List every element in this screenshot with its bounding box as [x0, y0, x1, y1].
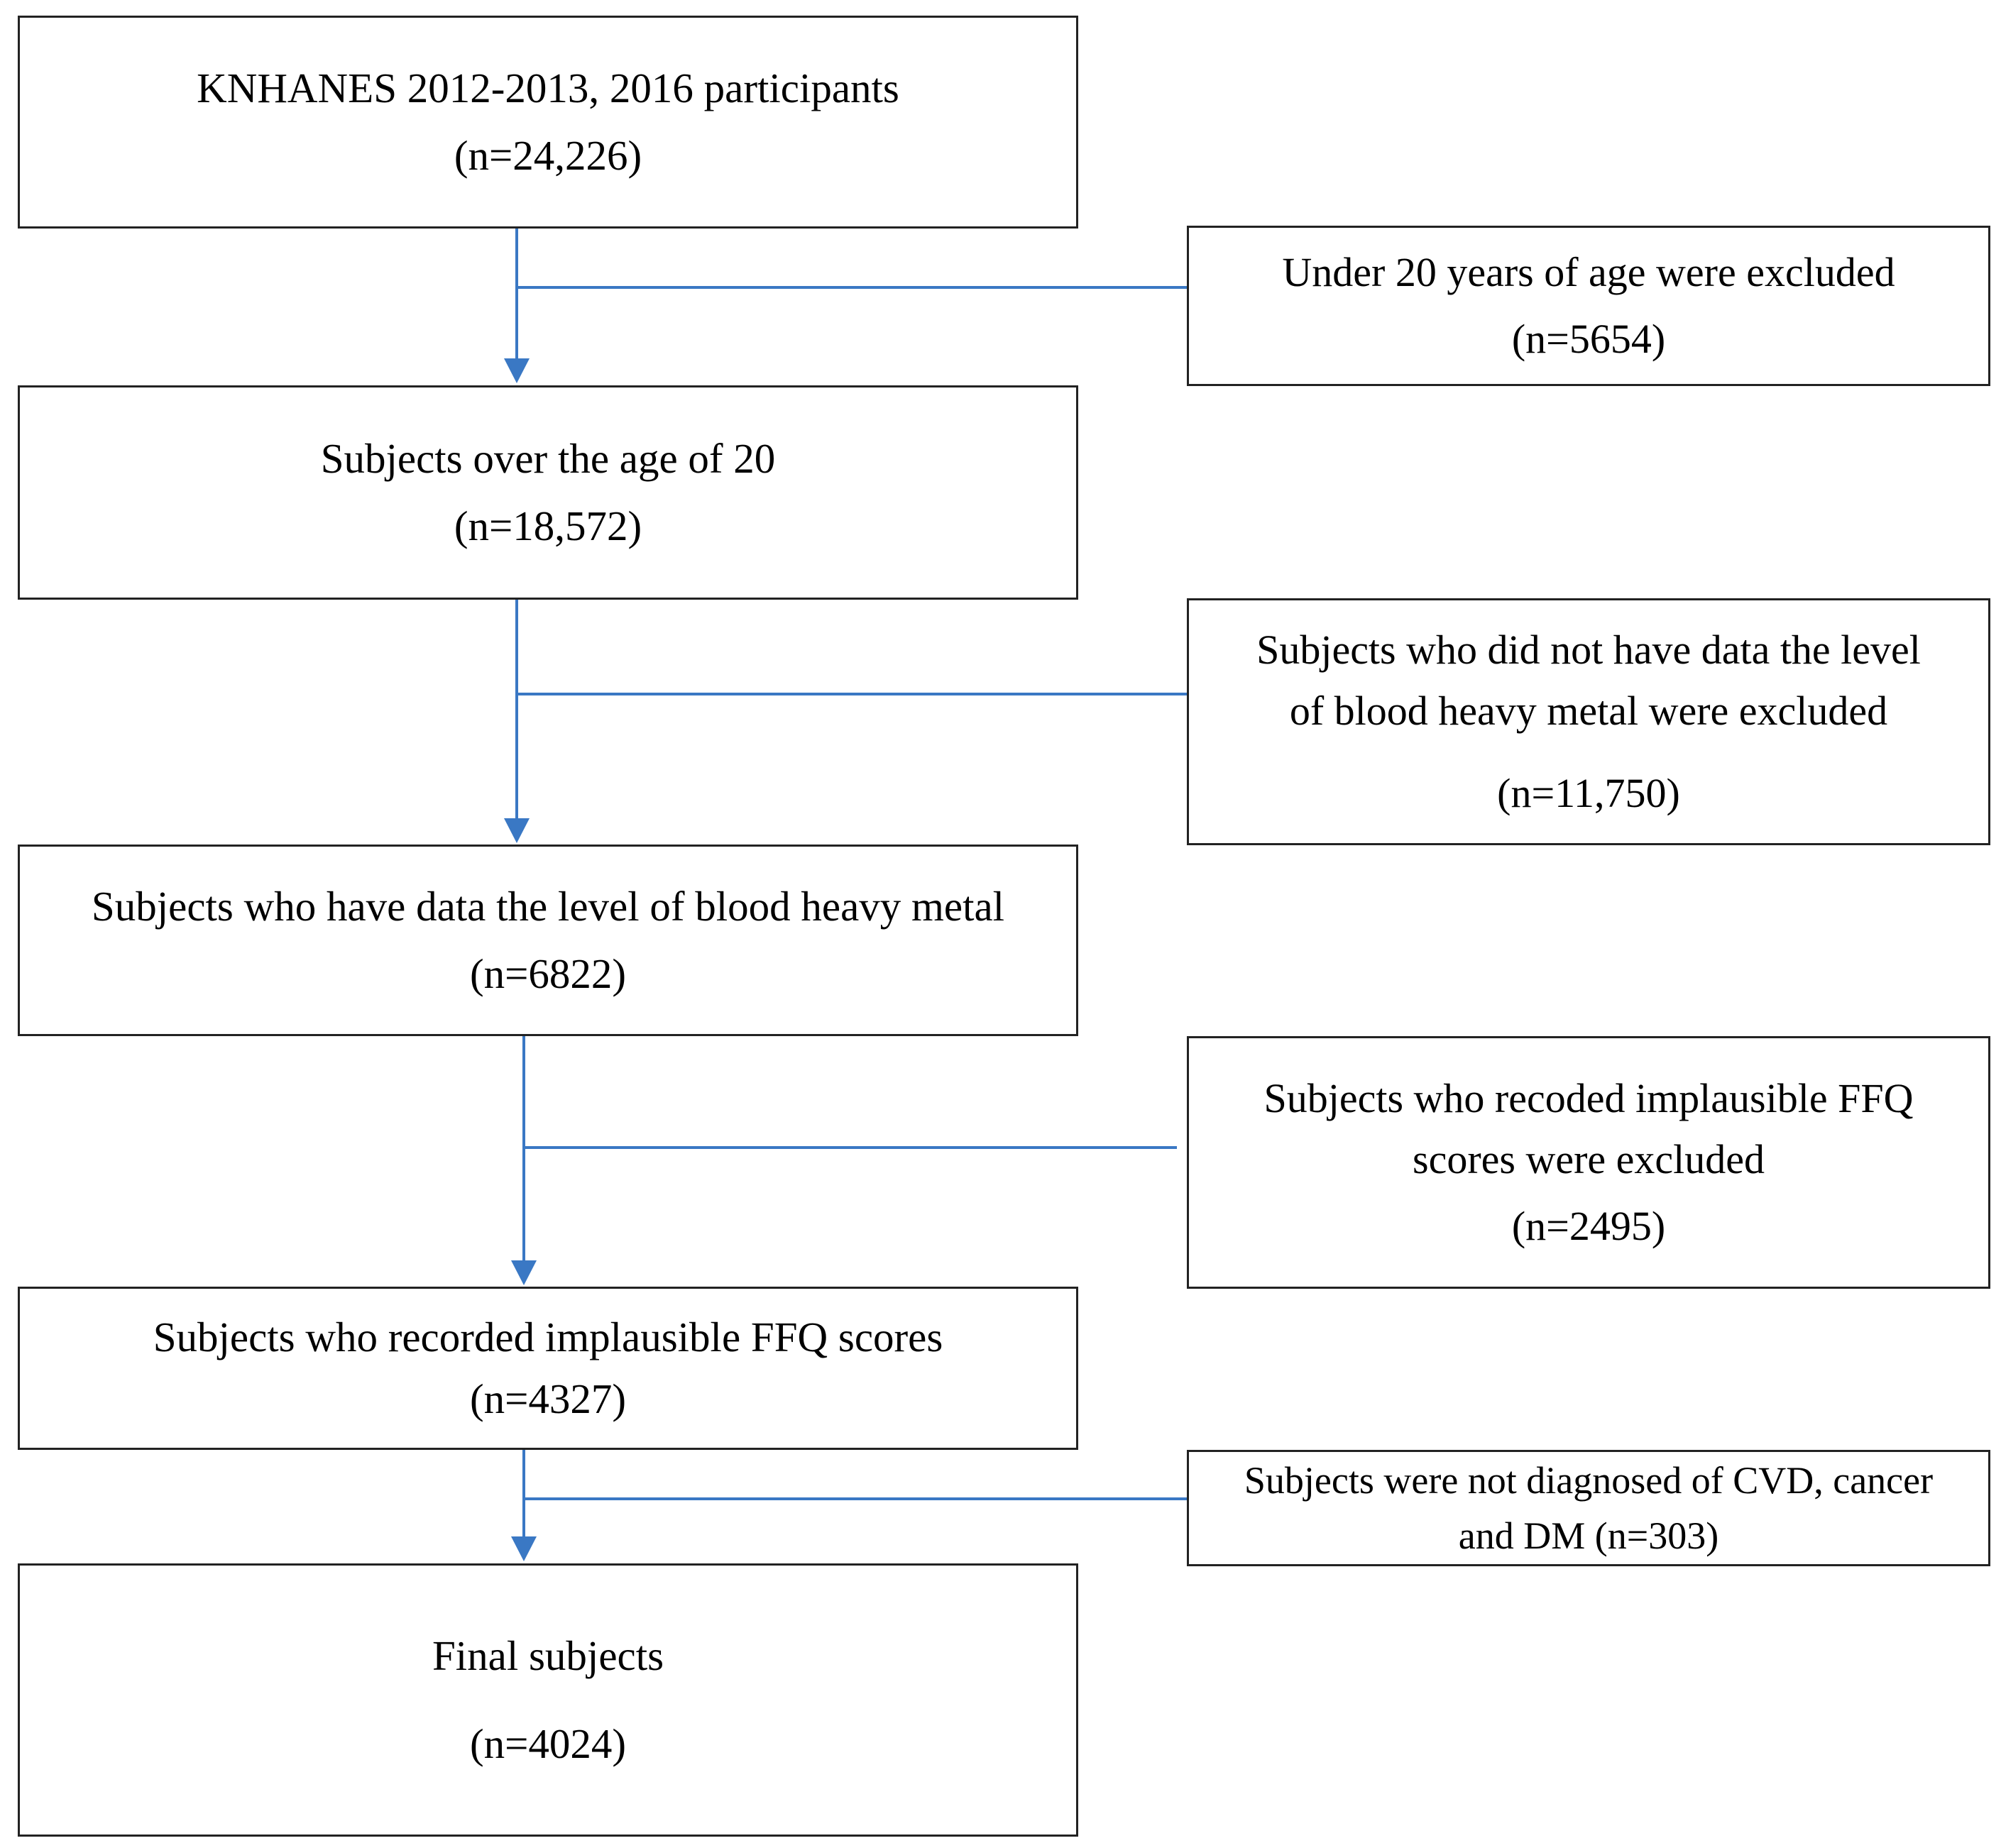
exclusion-line: Subjects were not diagnosed of CVD, canc…	[1244, 1458, 1934, 1502]
flow-step-ffq: Subjects who recorded implausible FFQ sc…	[18, 1287, 1078, 1450]
arrowhead-step3-icon	[504, 818, 530, 843]
flow-step-heavy-metal-data: Subjects who have data the level of bloo…	[18, 845, 1078, 1036]
exclusion-line: and DM (n=303)	[1458, 1514, 1719, 1557]
arrowhead-step5-icon	[511, 1536, 537, 1561]
step-count: (n=4024)	[469, 1720, 627, 1767]
step-count: (n=4327)	[469, 1375, 627, 1422]
step-label: Subjects who recorded implausible FFQ sc…	[153, 1313, 943, 1360]
arrowhead-step4-icon	[511, 1260, 537, 1285]
step-label: Subjects over the age of 20	[320, 434, 776, 482]
step-count: (n=6822)	[469, 950, 627, 997]
exclusion-not-diagnosed: Subjects were not diagnosed of CVD, canc…	[1187, 1450, 1990, 1566]
step-label: Final subjects	[432, 1632, 664, 1680]
flow-step-final: Final subjects (n=4024)	[18, 1563, 1078, 1837]
step-count: (n=18,572)	[454, 502, 642, 549]
exclusion-no-heavy-metal-data: Subjects who did not have data the level…	[1187, 598, 1990, 845]
exclusion-line: Under 20 years of age were excluded	[1282, 249, 1895, 296]
flow-step-over-20: Subjects over the age of 20 (n=18,572)	[18, 385, 1078, 600]
exclusion-line: scores were excluded	[1413, 1136, 1765, 1183]
arrowhead-step2-icon	[504, 358, 530, 383]
exclusion-count: (n=2495)	[1511, 1202, 1666, 1249]
exclusion-count: (n=11,750)	[1497, 769, 1680, 816]
exclusion-under-20: Under 20 years of age were excluded (n=5…	[1187, 226, 1990, 386]
exclusion-line: Subjects who recoded implausible FFQ	[1263, 1075, 1914, 1122]
exclusion-count: (n=5654)	[1511, 316, 1666, 362]
exclusion-implausible-ffq: Subjects who recoded implausible FFQ sco…	[1187, 1036, 1990, 1289]
step-label: Subjects who have data the level of bloo…	[91, 882, 1005, 930]
step-label: KNHANES 2012-2013, 2016 participants	[197, 64, 899, 111]
step-count: (n=24,226)	[454, 132, 642, 179]
flow-step-participants: KNHANES 2012-2013, 2016 participants (n=…	[18, 16, 1078, 229]
exclusion-line: Subjects who did not have data the level	[1256, 627, 1921, 673]
exclusion-line: of blood heavy metal were excluded	[1289, 688, 1888, 735]
